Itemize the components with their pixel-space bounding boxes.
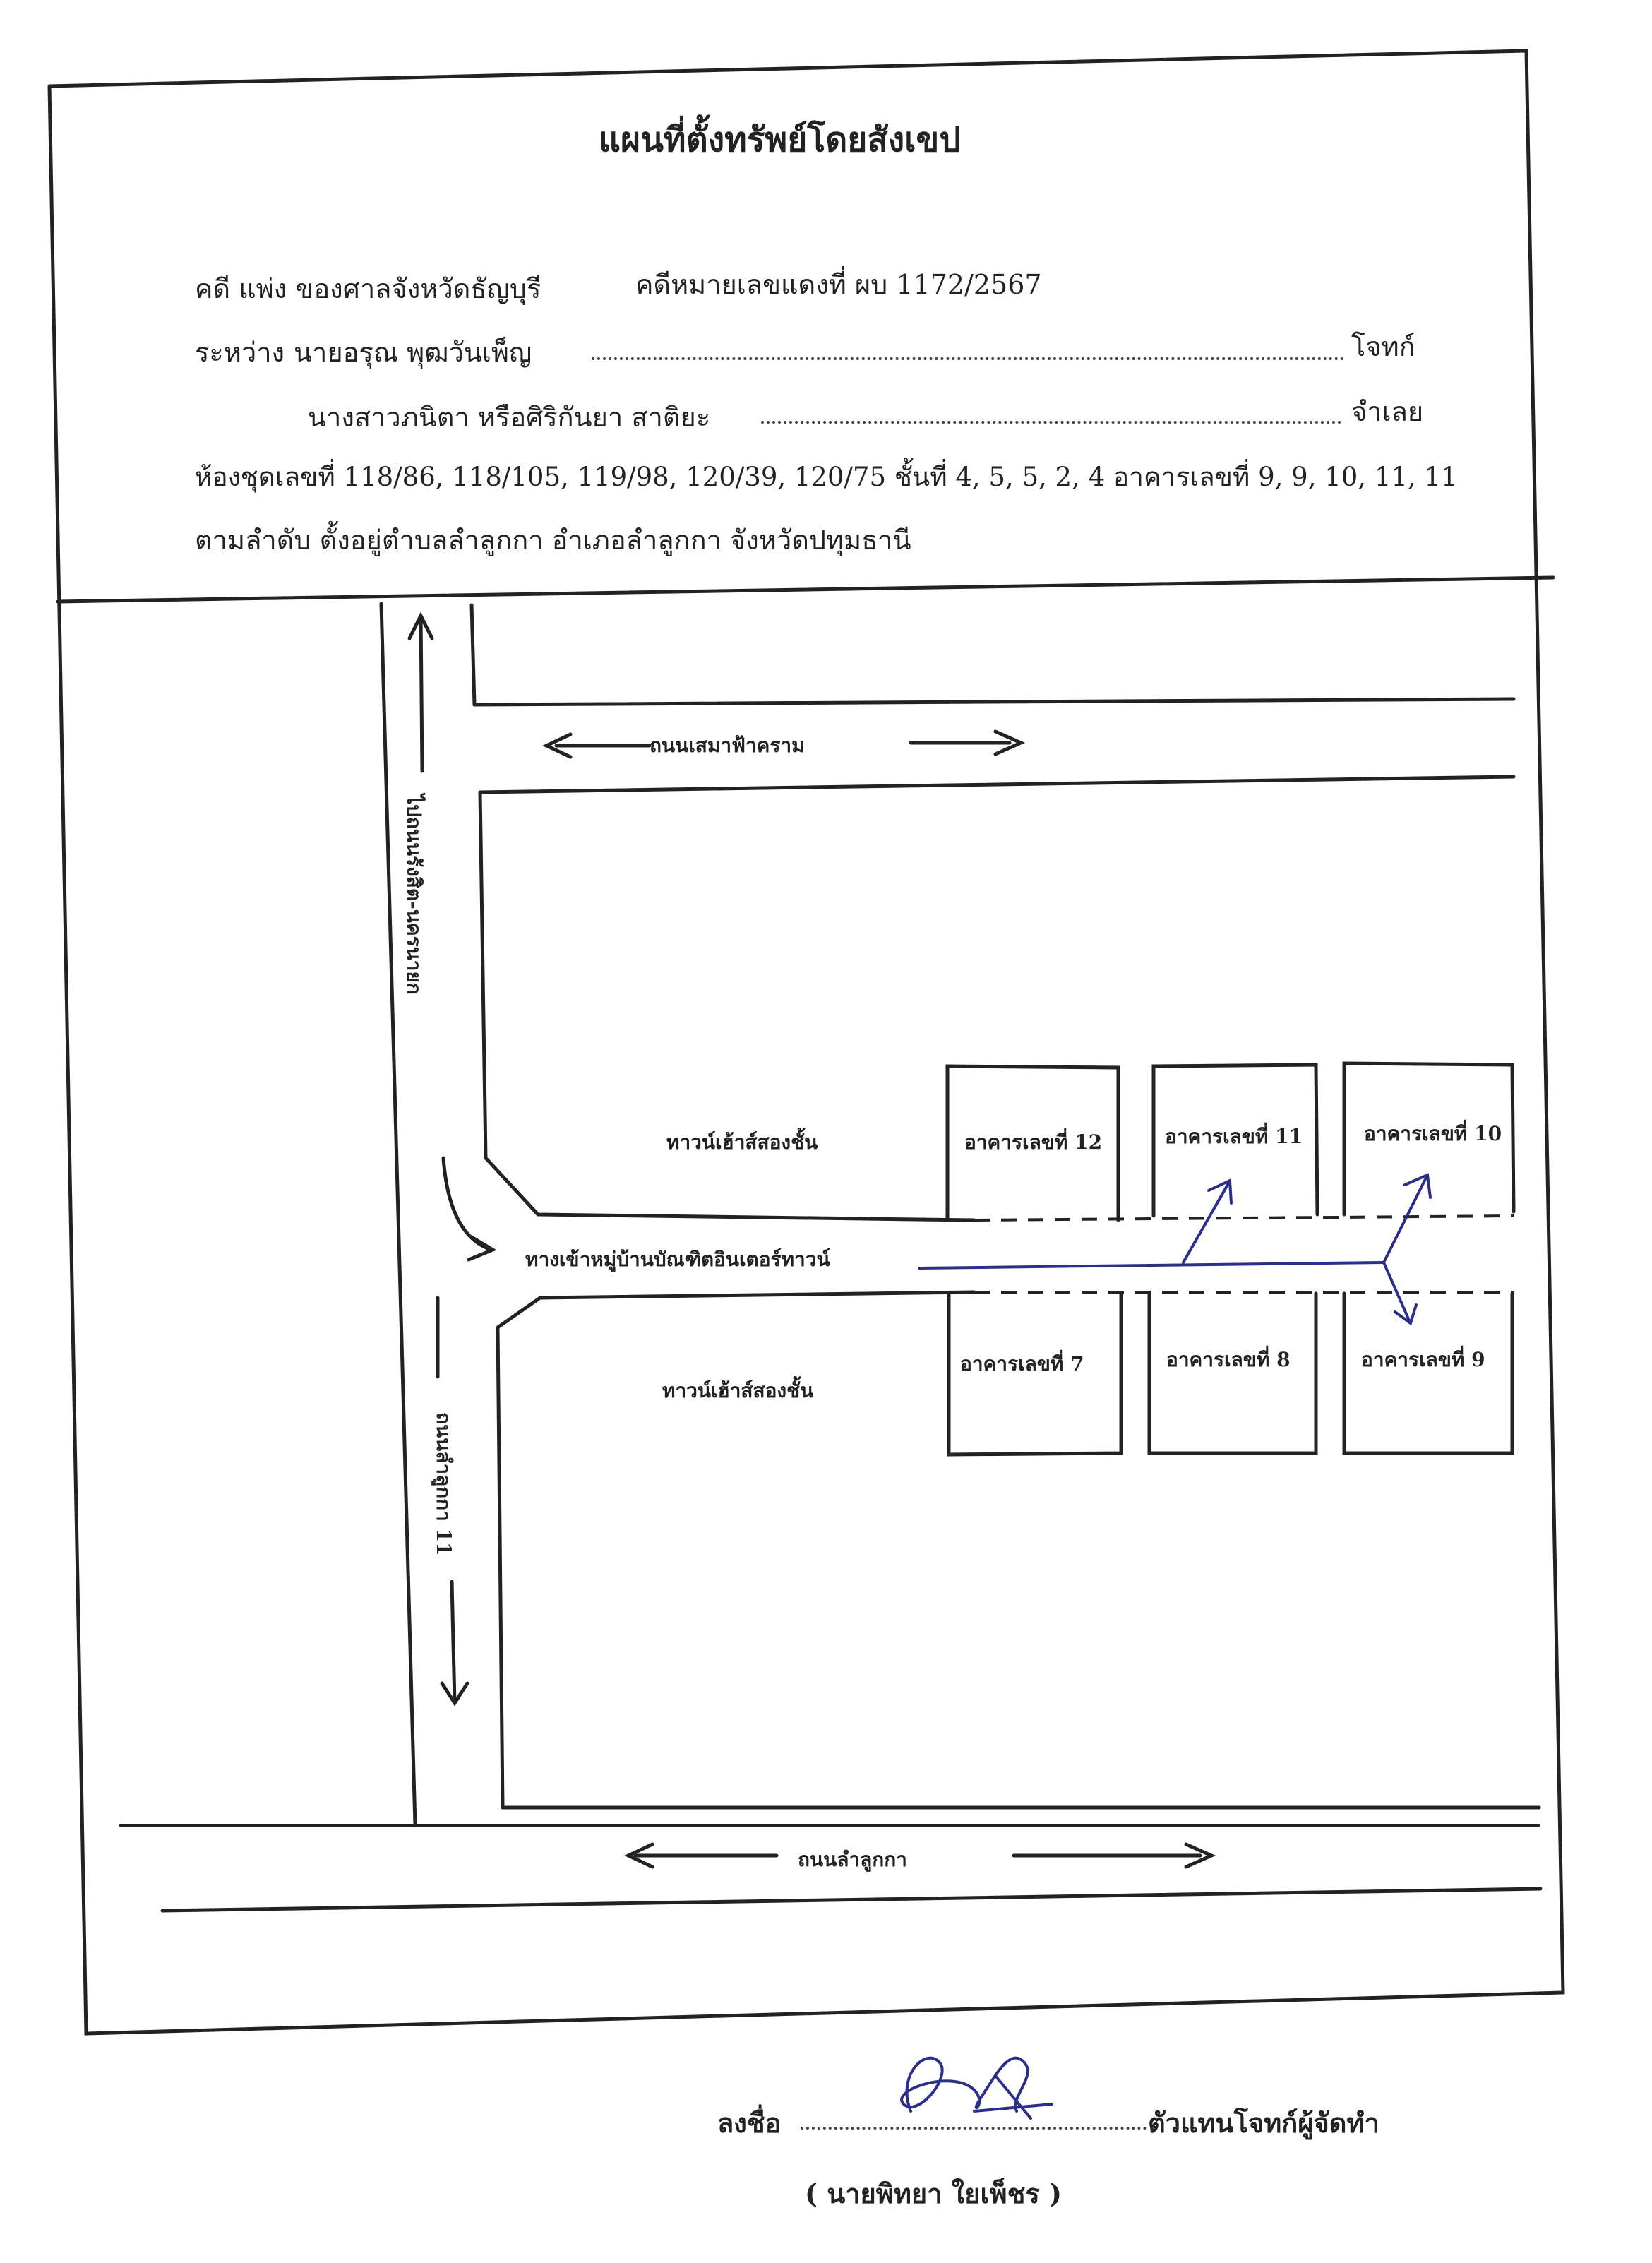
- building-label-11: อาคารเลขที่ 11: [1165, 1125, 1303, 1148]
- road-top-south-edge: [478, 775, 1516, 794]
- signatory-name: ( นายพิทยา ใยเพ็ชร ): [805, 2178, 1062, 2209]
- signature-dotted-line: [801, 2127, 1147, 2130]
- outer-frame: [47, 49, 1565, 2036]
- village-entrance-label: ทางเข้าหมู่บ้านบัณฑิตอินเตอร์ทาวน์: [525, 1248, 830, 1271]
- plaintiff-role: โจทก์: [1351, 331, 1415, 362]
- road-label-lam-luk-ka-11: ถนนลำลูกกา 11: [432, 1412, 455, 1556]
- left-road-east-edge-lower: [496, 1290, 976, 1810]
- case-number: คดีหมายเลขแดงที่ ผบ 1172/2567: [635, 269, 1042, 300]
- arrow-left-road-down: [440, 1580, 469, 1707]
- building-7-outline: [947, 1291, 1123, 1457]
- building-12-outline: [945, 1064, 1120, 1222]
- signature-role: ตัวแทนโจทก์ผู้จัดทำ: [1148, 2107, 1379, 2139]
- road-label-to-rangsit-nakhon-nayok: ไปถนนรังสิต-นครนายก: [402, 794, 426, 995]
- defendant-role: จำเลย: [1351, 396, 1424, 427]
- building-8-outline: [1147, 1291, 1318, 1455]
- left-road-east-edge-top: [469, 603, 477, 707]
- plaintiff-dotted-line: [592, 357, 1344, 360]
- building-label-9: อาคารเลขที่ 9: [1361, 1348, 1485, 1371]
- arrow-bottom-road-right: [1012, 1842, 1216, 1869]
- building-label-8: อาคารเลขที่ 8: [1166, 1348, 1291, 1371]
- townhouse-label-upper: ทาวน์เฮ้าส์สองชั้น: [666, 1130, 818, 1154]
- left-road-east-edge-upper: [478, 790, 976, 1222]
- between-prefix: ระหว่าง: [195, 337, 285, 368]
- road-bottom-south-edge: [160, 1887, 1543, 1913]
- arrow-bottom-road-left: [624, 1842, 779, 1869]
- townhouse-label-lower: ทาวน์เฮ้าส์สองชั้น: [662, 1379, 814, 1402]
- building-label-12: อาคารเลขที่ 12: [964, 1130, 1103, 1154]
- route-arrow-building-11: [1182, 1178, 1233, 1264]
- arrow-top-road-left: [542, 732, 652, 759]
- defendant-dotted-line: [761, 421, 1341, 424]
- route-arrow-building-10: [1382, 1173, 1432, 1264]
- route-main-line: [918, 1261, 1385, 1270]
- plaintiff-name: นายอรุณ พุฒวันเพ็ญ: [294, 337, 532, 368]
- arrow-left-road-up: [407, 611, 434, 773]
- building-label-7: อาคารเลขที่ 7: [960, 1352, 1084, 1375]
- document-title: แผนที่ตั้งทรัพย์โดยสังเขป: [599, 120, 961, 160]
- lane-dashed-north: [974, 1214, 1514, 1222]
- road-label-lam-luk-ka: ถนนลำลูกกา: [798, 1848, 907, 1871]
- building-9-outline: [1342, 1291, 1514, 1455]
- arrow-top-road-right: [909, 729, 1026, 756]
- road-top-north-edge: [472, 697, 1516, 707]
- arrow-curve-to-village: [441, 1156, 497, 1262]
- defendant-name: นางสาวภนิตา หรือศิริกันยา สาติยะ: [308, 402, 711, 433]
- route-arrow-building-9: [1382, 1261, 1418, 1326]
- building-label-10: อาคารเลขที่ 10: [1364, 1122, 1502, 1145]
- handwritten-signature: [900, 2056, 1053, 2120]
- signature-prefix: ลงชื่อ: [717, 2107, 782, 2139]
- property-description-line-2: ตามลำดับ ตั้งอยู่ตำบลลำลูกกา อำเภอลำลูกก…: [195, 525, 911, 556]
- building-11-outline: [1151, 1063, 1319, 1218]
- property-description-line-1: ห้องชุดเลขที่ 118/86, 118/105, 119/98, 1…: [195, 462, 1458, 492]
- building-10-outline: [1342, 1061, 1516, 1217]
- header-divider: [56, 575, 1555, 604]
- road-label-sema-fa-khram: ถนนเสมาฟ้าคราม: [650, 734, 805, 757]
- case-court-line: คดี แพ่ง ของศาลจังหวัดธัญบุรี: [195, 273, 541, 304]
- left-road-west-edge: [379, 602, 417, 1827]
